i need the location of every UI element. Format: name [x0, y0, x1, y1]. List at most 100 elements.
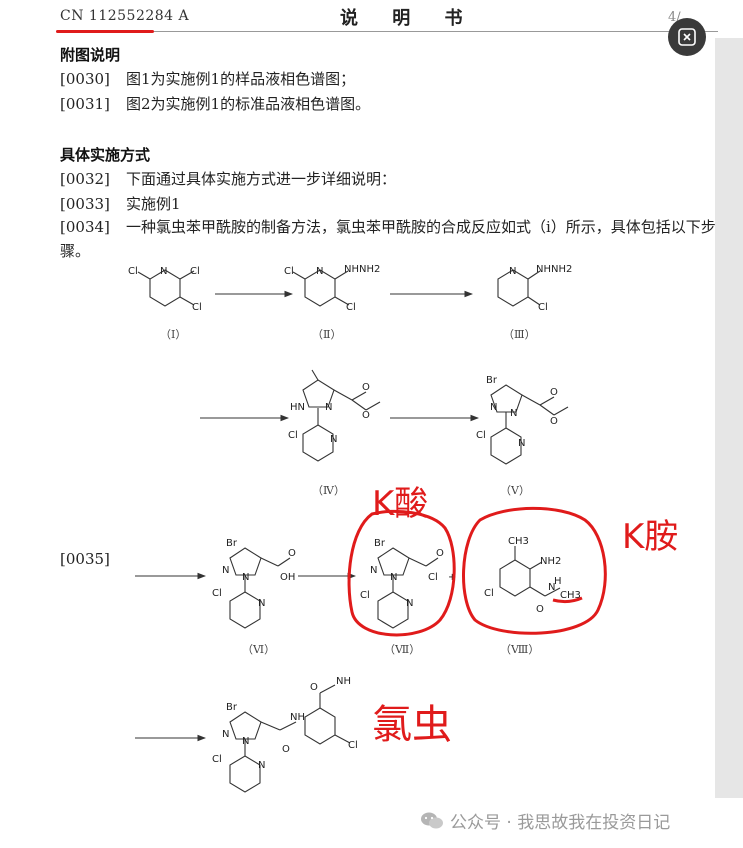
compound-vii-structure — [377, 547, 439, 629]
atom-cl: Cl — [212, 754, 222, 765]
red-underline-annotation — [56, 30, 154, 33]
atom-n: N — [370, 565, 377, 576]
atom-n: N — [222, 565, 229, 576]
atom-n: N — [548, 582, 555, 593]
atom-cl: Cl — [192, 302, 202, 313]
group-nhnh2: NHNH2 — [536, 264, 572, 275]
atom-n: N — [509, 266, 516, 277]
paragraph-0030: [0030]图1为实施例1的样品液相色谱图； — [60, 68, 355, 89]
compound-i-structure — [137, 269, 195, 307]
footer-text: 公众号 · 我思故我在投资日记 — [450, 813, 671, 833]
atom-n: N — [316, 266, 323, 277]
paragraph-text: 实施例1 — [126, 195, 181, 213]
wechat-icon — [421, 812, 443, 828]
atom-cl: Cl — [428, 572, 438, 583]
atom-br: Br — [486, 375, 498, 386]
group-ch3: CH3 — [508, 536, 529, 547]
label-compound-viii: （Ⅷ） — [500, 643, 539, 656]
atom-n: N — [242, 572, 249, 583]
label-compound-iv: （Ⅳ） — [312, 484, 345, 497]
atom-n: N — [222, 729, 229, 740]
atom-o: O — [362, 410, 370, 421]
atom-o: O — [362, 382, 370, 393]
compound-vi-structure — [229, 547, 291, 629]
annotation-chlor: 氯虫 — [372, 702, 452, 748]
atom-cl: Cl — [190, 266, 200, 277]
side-strip — [715, 38, 743, 798]
atom-n: N — [330, 434, 337, 445]
label-compound-iii: （Ⅲ） — [503, 328, 536, 341]
atom-n: N — [242, 736, 249, 747]
underline-ch3 — [552, 596, 583, 604]
label-compound-i: （Ⅰ） — [160, 328, 186, 341]
section-heading-embodiment: 具体实施方式 — [60, 146, 151, 164]
atom-cl: Cl — [288, 430, 298, 441]
label-compound-vii: （Ⅶ） — [384, 643, 420, 656]
atom-cl: Cl — [484, 588, 494, 599]
page-title: 说 明 书 — [340, 8, 477, 29]
group-nh: NH — [290, 712, 305, 723]
paragraph-number: [0034] — [60, 218, 110, 236]
atom-n: N — [258, 598, 265, 609]
compound-ii-structure — [292, 269, 350, 307]
atom-o: O — [536, 604, 544, 615]
atom-cl: Cl — [538, 302, 548, 313]
atom-cl: Cl — [346, 302, 356, 313]
footer-watermark: 公众号 · 我思故我在投资日记 — [420, 808, 670, 833]
atom-n: N — [258, 760, 265, 771]
atom-n: N — [325, 402, 332, 413]
circle-k-amine — [462, 506, 607, 635]
group-nh: NH — [336, 676, 351, 687]
compound-iii-structure — [497, 269, 541, 307]
group-hn: HN — [290, 402, 305, 413]
section-heading-figures: 附图说明 — [60, 46, 121, 64]
atom-cl: Cl — [212, 588, 222, 599]
paragraph-0035-number: [0035] — [60, 550, 110, 568]
label-compound-ii: （Ⅱ） — [312, 328, 341, 341]
atom-o: O — [288, 548, 296, 559]
atom-cl: Cl — [476, 430, 486, 441]
paragraph-text: 下面通过具体实施方式进一步详细说明： — [126, 170, 397, 188]
compound-iv-structure — [302, 369, 381, 462]
atom-h: H — [554, 576, 562, 587]
atom-br: Br — [226, 538, 238, 549]
paragraph-number: [0030] — [60, 70, 110, 88]
atom-o: O — [550, 387, 558, 398]
group-nhnh2: NHNH2 — [344, 264, 380, 275]
paragraph-text: 图2为实施例1的标准品液相色谱图。 — [126, 95, 371, 113]
paragraph-0031: [0031] 图2为实施例1的标准品液相色谱图。 — [60, 93, 370, 114]
atom-o: O — [436, 548, 444, 559]
atom-n: N — [406, 598, 413, 609]
paragraph-number: [0032] — [60, 170, 110, 188]
paragraph-number: [0031] — [60, 95, 110, 113]
atom-n: N — [510, 408, 517, 419]
paragraph-0034: [0034]一种氯虫苯甲酰胺的制备方法，氯虫苯甲酰胺的合成反应如式（i）所示，具… — [60, 215, 720, 263]
header-divider — [58, 31, 718, 32]
atom-o: O — [550, 416, 558, 427]
atom-cl: Cl — [348, 740, 358, 751]
atom-n: N — [490, 402, 497, 413]
atom-br: Br — [374, 538, 386, 549]
paragraph-text: 一种氯虫苯甲酰胺的制备方法，氯虫苯甲酰胺的合成反应如式（i）所示，具体包括以下步… — [60, 218, 716, 260]
label-compound-vi: （Ⅵ） — [242, 643, 275, 656]
circle-k-acid — [347, 509, 456, 637]
atom-cl: Cl — [360, 590, 370, 601]
group-ch3: CH3 — [560, 590, 581, 601]
atom-cl: Cl — [128, 266, 138, 277]
atom-br: Br — [226, 702, 238, 713]
group-oh: OH — [280, 572, 295, 583]
close-button[interactable] — [668, 18, 706, 56]
paragraph-0032: [0032] 下面通过具体实施方式进一步详细说明： — [60, 168, 396, 189]
atom-n: N — [160, 266, 167, 277]
plus-sign: + — [448, 572, 456, 583]
annotation-k-acid: K酸 — [372, 484, 428, 524]
close-icon — [678, 28, 696, 46]
atom-o: O — [282, 744, 290, 755]
product-structure — [229, 684, 351, 793]
atom-cl: Cl — [284, 266, 294, 277]
label-compound-v: （Ⅴ） — [500, 484, 530, 497]
atom-n: N — [518, 438, 525, 449]
compound-viii-structure — [499, 546, 561, 597]
atom-n: N — [390, 572, 397, 583]
